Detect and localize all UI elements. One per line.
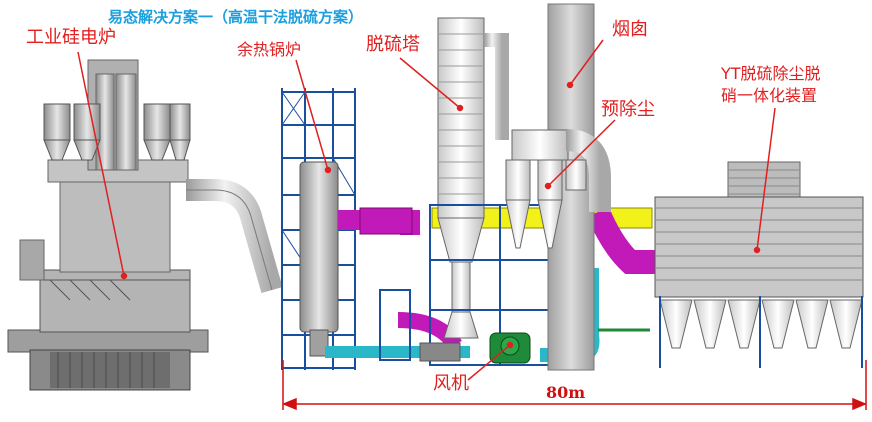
pre-dedust-unit bbox=[505, 129, 611, 249]
tower-label: 脱硫塔 bbox=[366, 34, 420, 55]
boiler-label: 余热锅炉 bbox=[237, 40, 302, 59]
yt-device-label-line2: 硝一体化装置 bbox=[721, 86, 818, 105]
furnace-label: 工业硅电炉 bbox=[26, 27, 116, 48]
flue-ducts bbox=[325, 207, 655, 362]
fan-label: 风机 bbox=[433, 373, 469, 394]
waste-heat-boiler bbox=[281, 88, 356, 370]
desulfurization-tower bbox=[437, 17, 509, 339]
yt-integrated-device bbox=[598, 161, 864, 368]
diagram-title: 易态解决方案一（高温干法脱硫方案） bbox=[108, 8, 364, 26]
dimension-label: 80m bbox=[546, 383, 586, 402]
yt-device-label-line1: YT脱硫除尘脱 bbox=[721, 64, 821, 83]
chimney-label: 烟囱 bbox=[612, 19, 648, 40]
silicon-furnace bbox=[7, 59, 283, 391]
dimension-line bbox=[282, 360, 867, 411]
pre-dedust-label: 预除尘 bbox=[601, 99, 655, 120]
callout-lines bbox=[77, 39, 776, 381]
